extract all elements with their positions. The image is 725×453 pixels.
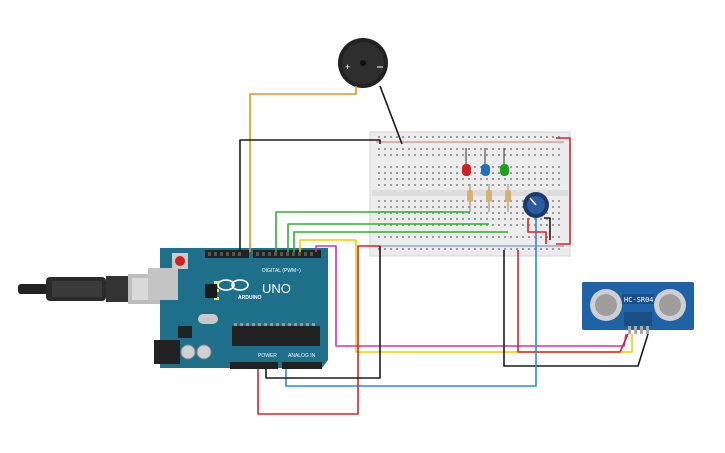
wire-green-3 (293, 231, 508, 252)
brand-label: ARDUINO (238, 295, 261, 301)
crystal (198, 314, 218, 324)
wire-red-pot (527, 218, 547, 244)
wire-magenta (315, 245, 627, 347)
wire-red-power (257, 245, 380, 415)
wires (239, 85, 649, 415)
wire-yellow (299, 239, 633, 353)
icsp-header (178, 326, 192, 338)
resistor-1 (467, 184, 473, 212)
power-jack (154, 340, 180, 364)
led-green (500, 148, 509, 176)
header-power (230, 362, 278, 369)
led-blue (481, 148, 490, 176)
wire-red-sensor (517, 250, 629, 353)
wire-green-1 (275, 211, 470, 252)
wire-black-gnd (239, 139, 381, 252)
arduino-uno-board: DIGITAL (PWM~) ARDUINO UNO POWER ANALOG … (148, 248, 328, 369)
wire-orange (249, 86, 357, 252)
sensor-model-label: HC-SR04 (624, 296, 654, 304)
power-header-label: POWER (258, 353, 277, 359)
capacitor-2 (196, 344, 212, 360)
potentiometer[interactable] (523, 192, 549, 218)
model-label: UNO (262, 281, 291, 296)
usb-cable (18, 274, 164, 304)
wire-red-rail (556, 137, 571, 245)
capacitor-1 (180, 344, 196, 360)
wire-black-sensor (503, 250, 649, 367)
led-rx-indicator (214, 297, 219, 300)
usb-socket (148, 268, 178, 300)
svg-text:+: + (345, 62, 350, 72)
led-l-indicator (214, 281, 219, 284)
wire-black-bottom (265, 246, 381, 379)
resistor-3 (505, 184, 511, 212)
resistor-2 (486, 184, 492, 212)
analog-header-label: ANALOG IN (288, 353, 316, 359)
breadboard-holes (378, 136, 560, 250)
usb-chip (205, 284, 217, 298)
atmega-chip (232, 326, 320, 346)
wire-black-pot (544, 217, 551, 240)
ultrasonic-sensor: HC-SR04 (582, 282, 694, 334)
piezo-buzzer: + (338, 38, 388, 88)
wire-green-2 (287, 223, 489, 252)
arduino-logo (217, 279, 249, 291)
digital-header-label: DIGITAL (PWM~) (262, 268, 301, 274)
led-red (462, 148, 471, 176)
header-analog (282, 362, 322, 369)
wire-black-buzzer (379, 85, 403, 145)
